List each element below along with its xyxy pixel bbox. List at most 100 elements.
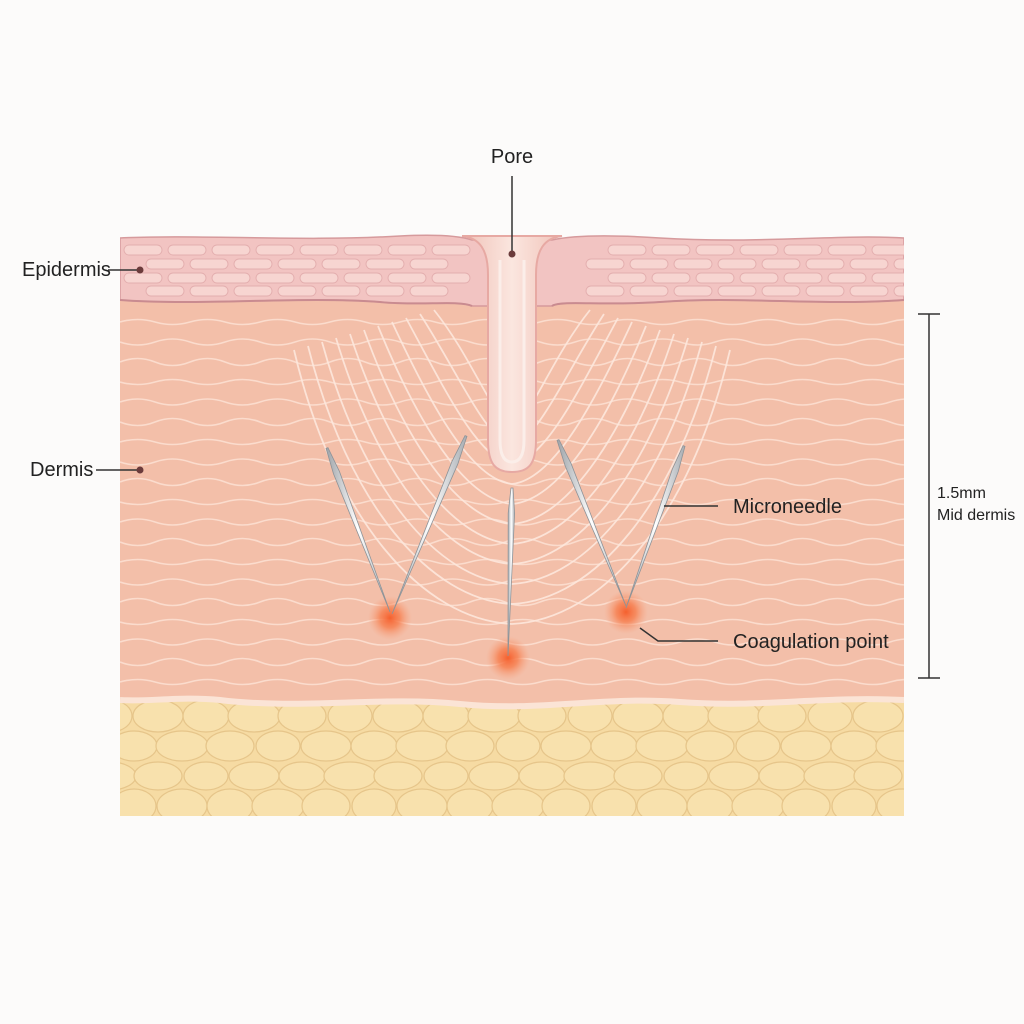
fat-cell (228, 761, 280, 791)
epidermis-cell (805, 285, 845, 297)
epidermis-cell (585, 285, 625, 297)
pore-leader-dot (508, 250, 516, 258)
fat-cell (831, 788, 877, 816)
epidermis-leader-dot (136, 266, 144, 274)
epidermis-cell (849, 285, 889, 297)
epidermis-cell (343, 272, 383, 284)
fat-cell (781, 788, 831, 816)
fat-cell (446, 788, 494, 816)
epidermis-cell (387, 272, 427, 284)
fat-cell (635, 730, 689, 762)
epidermis-cell (849, 258, 889, 270)
pore-fiber (307, 345, 717, 605)
fat-cells (120, 699, 904, 816)
epidermis-cell (431, 244, 471, 256)
fat-cell (132, 699, 184, 733)
fat-cell (255, 730, 301, 762)
fat-cell (120, 762, 137, 790)
epidermis-cell (409, 258, 449, 270)
epidermis-cell (673, 285, 713, 297)
fat-cell (708, 761, 760, 791)
dermis-label: Dermis (30, 459, 93, 481)
dermis-fibers (120, 309, 904, 686)
fat-cell (395, 730, 449, 762)
depth-layer-label: Mid dermis (937, 507, 1015, 524)
microneedle-icon (507, 487, 515, 657)
fat-cell (735, 730, 781, 762)
fat-cell (120, 730, 158, 762)
fat-cell (612, 699, 664, 733)
epidermis-cell (629, 258, 669, 270)
dermis-fiber (120, 518, 904, 526)
microneedle-icon (625, 445, 686, 609)
coagulation-leader-line (639, 627, 718, 642)
fat-cell (590, 730, 638, 762)
epidermis-cell (189, 285, 229, 297)
epidermis-cell (211, 244, 251, 256)
epidermis-cell (893, 258, 904, 270)
fat-cell (156, 788, 208, 816)
pore-fiber (321, 341, 703, 585)
epidermis-cell (211, 272, 251, 284)
epidermis-cell (871, 244, 904, 256)
dermis-fiber (120, 378, 904, 386)
coagulation-glow-icon (368, 596, 412, 640)
fat-cell (852, 699, 904, 733)
fat-cell (807, 699, 853, 733)
epidermis-cell (717, 285, 757, 297)
fat-cell (206, 788, 254, 816)
fat-cell (540, 730, 592, 762)
fat-cell (423, 761, 469, 791)
dermis-fiber (120, 438, 904, 446)
pore-fiber (391, 321, 633, 485)
epidermis-cell (673, 258, 713, 270)
epidermis-cell (233, 258, 273, 270)
microneedle-icon (325, 447, 391, 613)
fat-cell (685, 730, 735, 762)
fat-cell (686, 788, 734, 816)
fat-cell (396, 788, 448, 816)
fat-cell (445, 730, 495, 762)
fat-cell (591, 788, 637, 816)
epidermis-cell (321, 285, 361, 297)
fat-cell (663, 761, 709, 791)
epidermis-cell (607, 244, 647, 256)
dermis-fiber (120, 498, 904, 506)
fat-cell (133, 761, 183, 791)
dermis-fiber (120, 458, 904, 466)
epidermis-cell (827, 244, 867, 256)
dermis-fiber (120, 578, 904, 586)
dermis-fiber (120, 657, 904, 667)
fat-cell (350, 730, 398, 762)
epidermis-cell (783, 244, 823, 256)
dermis-fiber (120, 618, 904, 626)
fat-cell (518, 761, 566, 791)
dermis-fiber (120, 318, 904, 326)
pore-label: Pore (491, 146, 533, 168)
epidermis-cell (365, 258, 405, 270)
fat-cell (155, 730, 209, 762)
fat-cell (323, 761, 377, 791)
dermis-fiber (120, 417, 904, 427)
epidermis-cell (805, 258, 845, 270)
fat-cell (251, 788, 305, 816)
dermis-fiber (120, 357, 904, 367)
epidermis-cell (761, 285, 801, 297)
fat-cell (120, 788, 157, 816)
epidermis-cell (145, 285, 185, 297)
fat-cell (120, 701, 133, 731)
microneedle-icon (556, 439, 627, 607)
dermis-fiber (120, 597, 904, 607)
depth-value-label: 1.5mm (937, 485, 986, 502)
epidermis-cell (629, 285, 669, 297)
microneedle-icon (391, 435, 468, 615)
fat-cell (636, 788, 688, 816)
epidermis-cell (387, 244, 427, 256)
dermis-fiber (120, 678, 904, 686)
epidermis-cell (651, 272, 691, 284)
dermis-fiber (120, 338, 904, 346)
epidermis-cell (167, 272, 207, 284)
fat-cell (613, 761, 663, 791)
epidermis-cell (167, 244, 207, 256)
epidermis-cell (321, 258, 361, 270)
